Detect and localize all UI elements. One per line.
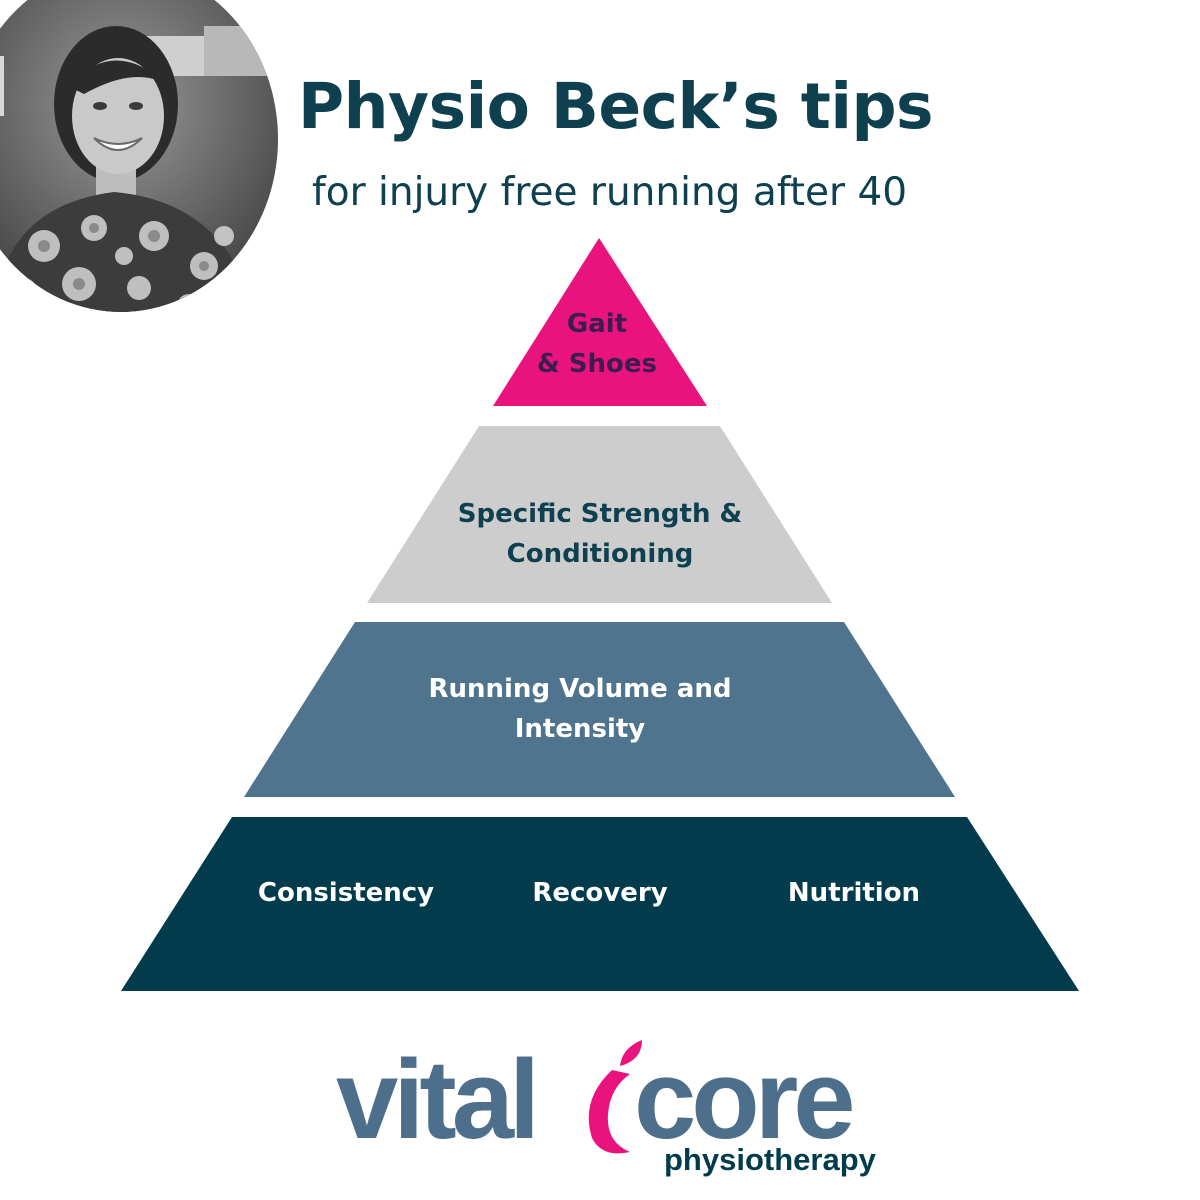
logo-word-core: core	[634, 1037, 852, 1162]
tier-strength-label-line-1: Specific Strength &	[457, 499, 743, 529]
tier-foundation-shape	[121, 817, 1079, 991]
tier-item-nutrition: Nutrition	[787, 878, 921, 908]
logo-tagline: physiotherapy	[664, 1142, 877, 1177]
tier-gait-label-line-2: & Shoes	[537, 349, 657, 379]
tier-gait-shoes-shape	[493, 238, 707, 406]
tier-running-label-line-2: Intensity	[514, 714, 646, 744]
logo-apple-icon	[588, 1040, 642, 1154]
page-subtitle: for injury free running after 40	[312, 170, 908, 215]
tier-gait-label-line-1: Gait	[566, 309, 628, 339]
tier-item-consistency: Consistency	[257, 878, 435, 908]
portrait-photo	[0, 0, 278, 312]
tier-strength-label-line-2: Conditioning	[506, 539, 694, 569]
tier-running-volume-shape	[244, 622, 955, 797]
logo-word-vital: vital	[336, 1037, 535, 1162]
tier-strength-shape	[367, 426, 832, 603]
tier-item-recovery: Recovery	[532, 878, 668, 908]
page-title: Physio Beck’s tips	[298, 70, 934, 143]
vitalcore-logo: vital core physiotherapy	[336, 1037, 877, 1177]
tier-running-label-line-1: Running Volume and	[428, 674, 732, 704]
